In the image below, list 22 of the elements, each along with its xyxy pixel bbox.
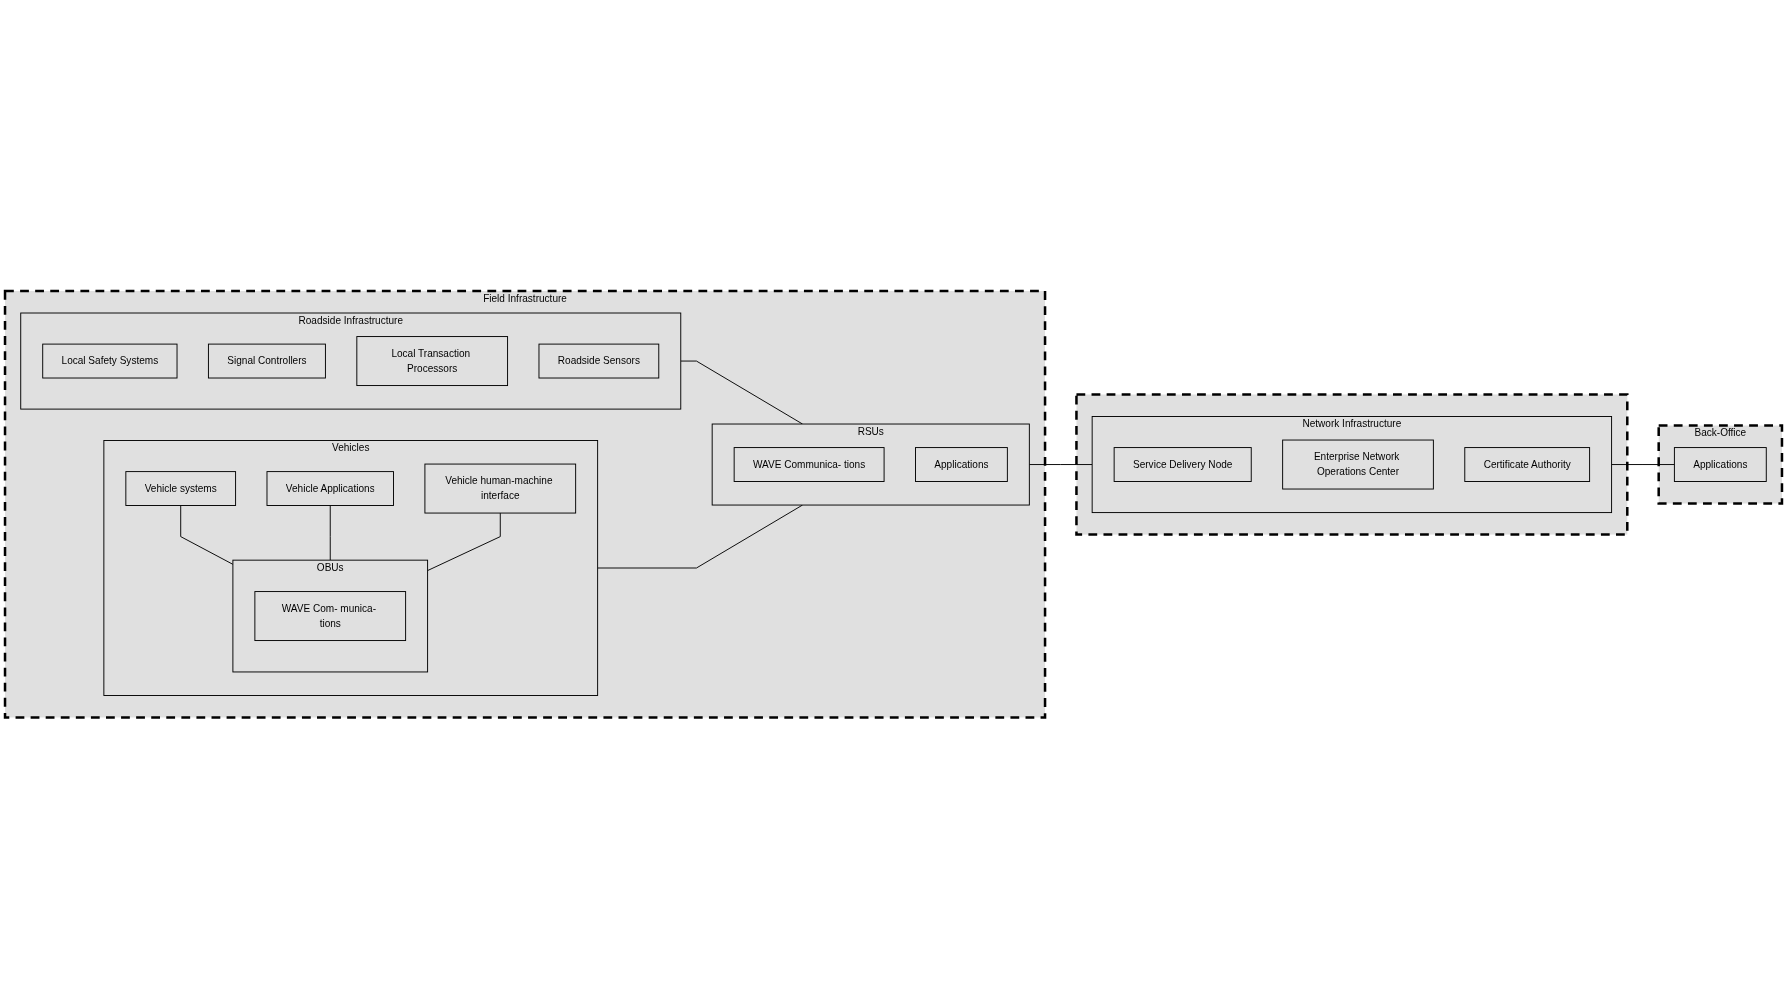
node-box: Signal Controllers: [207, 343, 326, 379]
node-box: WAVE Com- munica- tions: [254, 590, 407, 641]
node-box: Roadside Sensors: [538, 343, 660, 379]
connector: [180, 504, 234, 565]
node-box: Applications: [915, 446, 1008, 482]
node-box: Local Transaction Processors: [356, 335, 509, 386]
node-box: Applications: [1673, 446, 1767, 482]
connector: [597, 504, 803, 569]
node-box: WAVE Communica- tions: [733, 446, 885, 482]
node-box: Certificate Authority: [1464, 446, 1591, 482]
connector: [1611, 463, 1675, 465]
node-box: Service Delivery Node: [1113, 446, 1252, 482]
node-box: Vehicle Applications: [266, 470, 394, 506]
connector: [1028, 463, 1093, 465]
node-box: Vehicle human-machine interface: [424, 463, 577, 514]
cluster: [1075, 393, 1629, 536]
node-box: Vehicle systems: [125, 470, 237, 506]
connector: [427, 512, 501, 571]
node-box: Local Safety Systems: [42, 343, 178, 379]
connector: [329, 504, 331, 561]
connector: [680, 360, 803, 425]
node-box: Enterprise Network Operations Center: [1282, 439, 1434, 490]
